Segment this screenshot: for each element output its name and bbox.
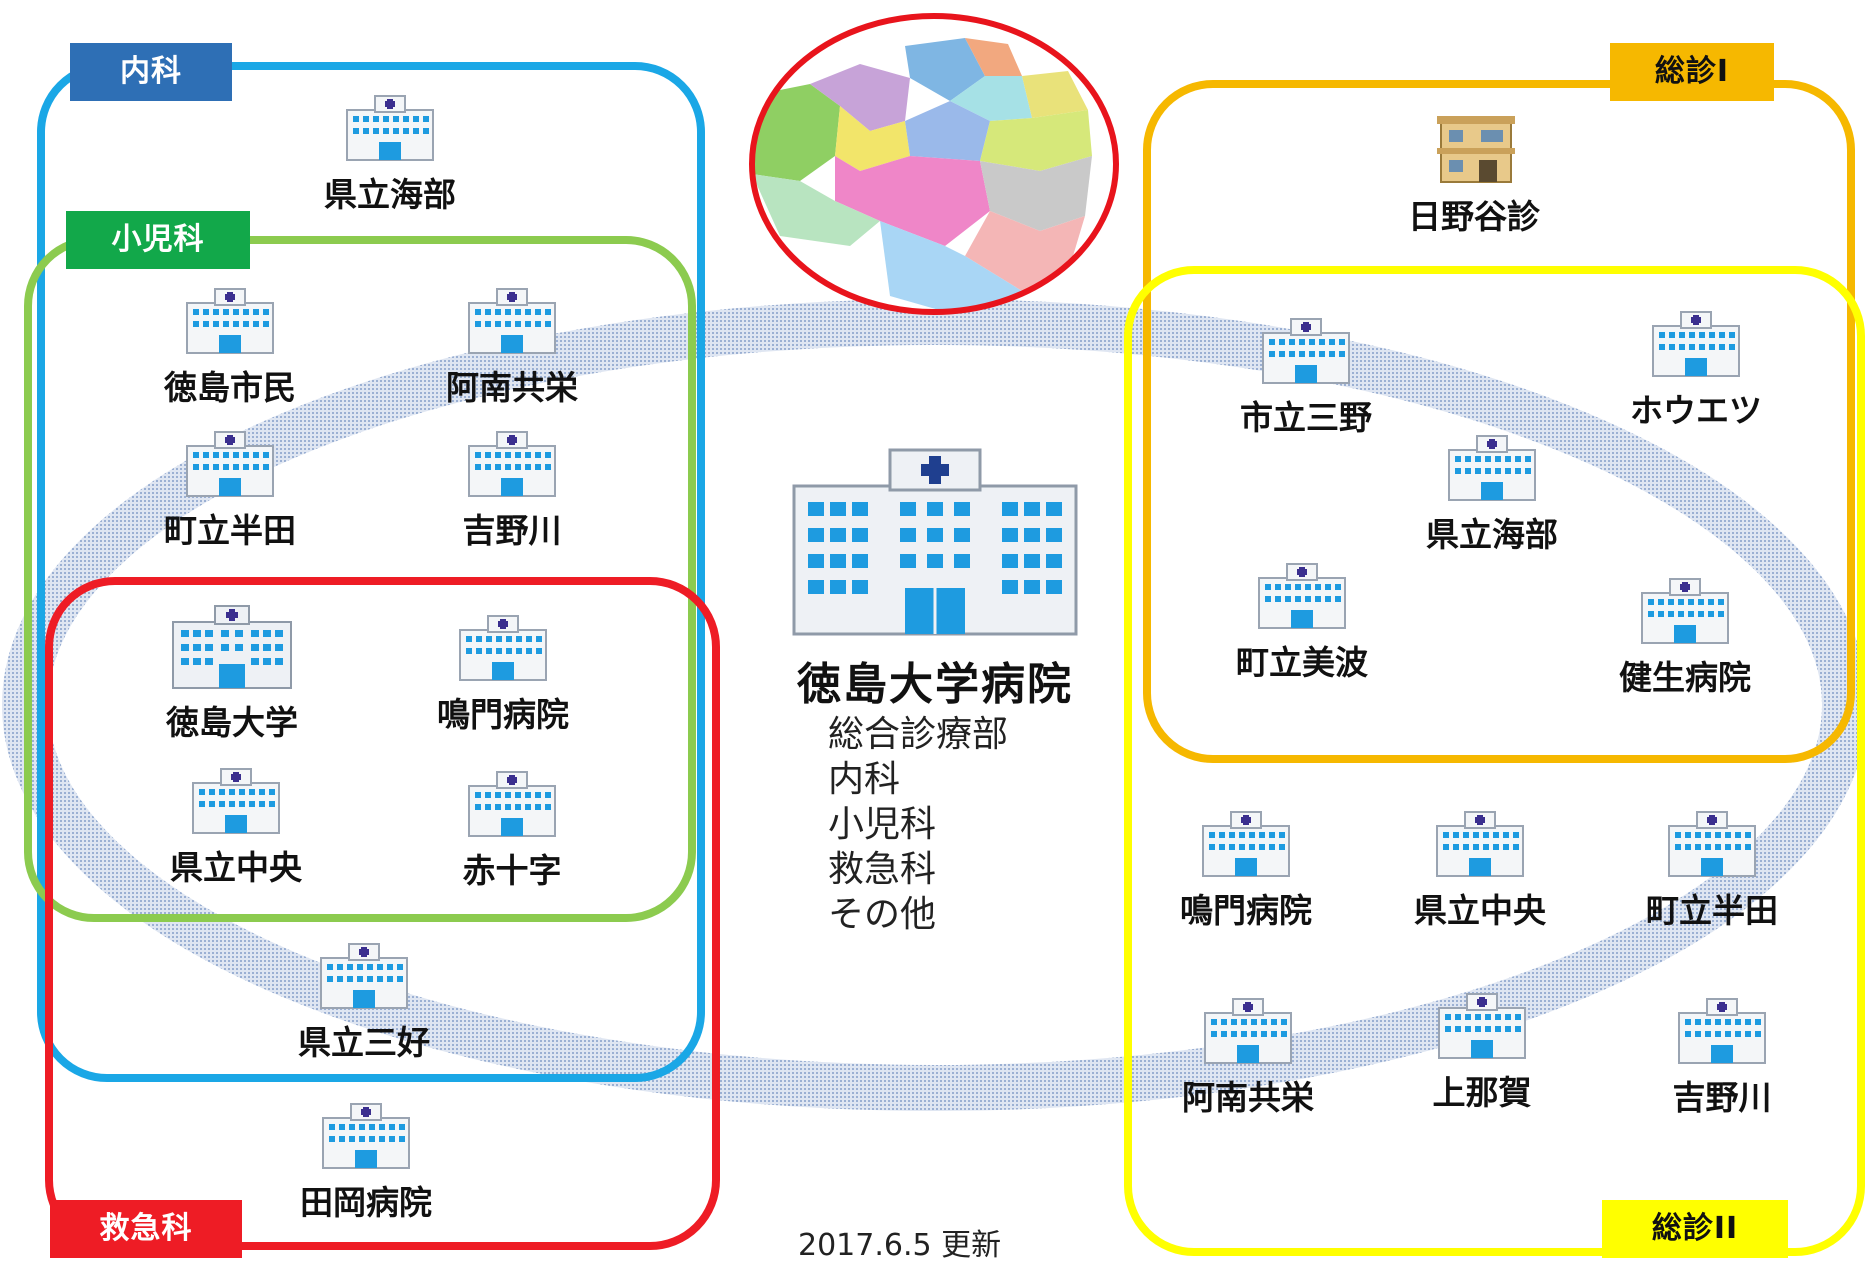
hospital-icon xyxy=(1438,993,1526,1059)
hospital-shiritsu-mino: 市立三野 xyxy=(1206,315,1406,439)
hospital-kensei-byoin: 健生病院 xyxy=(1585,575,1785,699)
hospital-kenritsu-chuo-left: 県立中央 xyxy=(136,765,336,889)
hospital-icon xyxy=(468,771,556,837)
hospital-label: ホウエツ xyxy=(1630,391,1762,430)
hospital-choritsu-handa-left: 町立半田 xyxy=(130,428,330,552)
naika-tag: 内科 xyxy=(70,43,232,101)
hospital-label: 鳴門病院 xyxy=(437,695,569,734)
hospital-label: 県立海部 xyxy=(324,175,456,214)
hospital-label: 阿南共栄 xyxy=(446,368,578,407)
hospital-icon xyxy=(459,615,547,681)
hospital-icon xyxy=(1641,578,1729,644)
center-hospital-title: 徳島大学病院 xyxy=(797,659,1073,710)
clinic-label: 日野谷診 xyxy=(1408,197,1540,236)
soshin2-tag: 総診II xyxy=(1602,1200,1788,1258)
hospital-houetsu: ホウエツ xyxy=(1596,308,1796,432)
hospital-sekijuji: 赤十字 xyxy=(412,768,612,892)
kyukyu-tag: 救急科 xyxy=(50,1200,242,1258)
hospital-icon xyxy=(1204,998,1292,1064)
hospital-naruto-byoin-left: 鳴門病院 xyxy=(403,612,603,736)
hospital-label: 県立三好 xyxy=(298,1023,430,1062)
updated-date: 2017.6.5 更新 xyxy=(798,1228,1002,1263)
hospital-label: 赤十字 xyxy=(462,851,562,890)
hospital-label: 阿南共栄 xyxy=(1182,1078,1314,1117)
hospital-icon xyxy=(320,943,408,1009)
kyukyu-frame xyxy=(45,577,720,1250)
hospital-icon xyxy=(192,768,280,834)
hospital-label: 町立半田 xyxy=(164,511,296,550)
hospital-label: 徳島大学 xyxy=(166,703,298,742)
hospital-choritsu-minami: 町立美波 xyxy=(1202,560,1402,684)
hospital-label: 徳島市民 xyxy=(164,368,296,407)
university-hospital-icon xyxy=(172,605,292,689)
hospital-taoka-byoin: 田岡病院 xyxy=(266,1100,466,1224)
hospital-kenritsu-kaifu-right: 県立海部 xyxy=(1392,432,1592,556)
hospital-icon xyxy=(1668,811,1756,877)
hospital-label: 県立中央 xyxy=(1414,891,1546,930)
hospital-icon xyxy=(468,431,556,497)
hospital-label: 町立美波 xyxy=(1236,643,1368,682)
hospital-kenritsu-chuo-right: 県立中央 xyxy=(1380,808,1580,932)
hospital-label: 健生病院 xyxy=(1619,658,1751,697)
hospital-label: 市立三野 xyxy=(1240,398,1372,437)
hospital-icon xyxy=(1448,435,1536,501)
hospital-tokushima-shimin: 徳島市民 xyxy=(130,285,330,409)
hospital-icon xyxy=(1652,311,1740,377)
hospital-label: 吉野川 xyxy=(462,511,562,550)
hospital-icon xyxy=(1202,811,1290,877)
hospital-kenritsu-miyoshi: 県立三好 xyxy=(264,940,464,1064)
hospital-label: 県立海部 xyxy=(1426,515,1558,554)
clinic-icon xyxy=(1437,116,1515,183)
hospital-anan-kyoei-left: 阿南共栄 xyxy=(412,285,612,409)
hospital-label: 田岡病院 xyxy=(300,1183,432,1222)
hospital-label: 県立中央 xyxy=(170,848,302,887)
department-item: 内科 xyxy=(828,759,901,800)
department-item: 小児科 xyxy=(828,804,937,845)
soshin1-frame xyxy=(1143,80,1855,763)
soshin2-frame xyxy=(1124,266,1865,1256)
shonika-frame xyxy=(24,236,696,922)
hospital-icon xyxy=(1262,318,1350,384)
hospital-kenritsu-kaifu-left: 県立海部 xyxy=(290,92,490,216)
soshin1-tag: 総診I xyxy=(1610,43,1774,101)
hospital-label: 町立半田 xyxy=(1646,891,1778,930)
center-department-list: 総合診療部 内科 小児科 救急科 その他 xyxy=(828,712,1008,937)
hospital-icon xyxy=(322,1103,410,1169)
hospital-icon xyxy=(1258,563,1346,629)
tokushima-university-hospital-icon xyxy=(792,448,1078,636)
hospital-tokushima-daigaku-left: 徳島大学 xyxy=(132,602,332,744)
hospital-yoshinogawa-left: 吉野川 xyxy=(412,428,612,552)
hospital-label: 上那賀 xyxy=(1432,1073,1532,1112)
tokushima-map xyxy=(749,13,1119,315)
hospital-icon xyxy=(186,288,274,354)
hospital-kaminaka: 上那賀 xyxy=(1382,990,1582,1114)
department-item: 総合診療部 xyxy=(828,714,1009,755)
department-item: 救急科 xyxy=(828,849,937,890)
hospital-label: 鳴門病院 xyxy=(1180,891,1312,930)
department-item: その他 xyxy=(828,894,937,935)
hospital-yoshinogawa-right: 吉野川 xyxy=(1622,995,1822,1119)
hospital-icon xyxy=(1436,811,1524,877)
hospital-anan-kyoei-right: 阿南共栄 xyxy=(1148,995,1348,1119)
hospital-naruto-byoin-right: 鳴門病院 xyxy=(1146,808,1346,932)
hospital-icon xyxy=(346,95,434,161)
hospital-icon xyxy=(1678,998,1766,1064)
hospital-choritsu-handa-right: 町立半田 xyxy=(1612,808,1812,932)
clinic-hinodani: 日野谷診 xyxy=(1374,110,1574,238)
hospital-icon xyxy=(186,431,274,497)
naika-frame xyxy=(37,62,705,1082)
hospital-icon xyxy=(468,288,556,354)
shonika-tag: 小児科 xyxy=(66,211,250,269)
hospital-label: 吉野川 xyxy=(1672,1078,1772,1117)
